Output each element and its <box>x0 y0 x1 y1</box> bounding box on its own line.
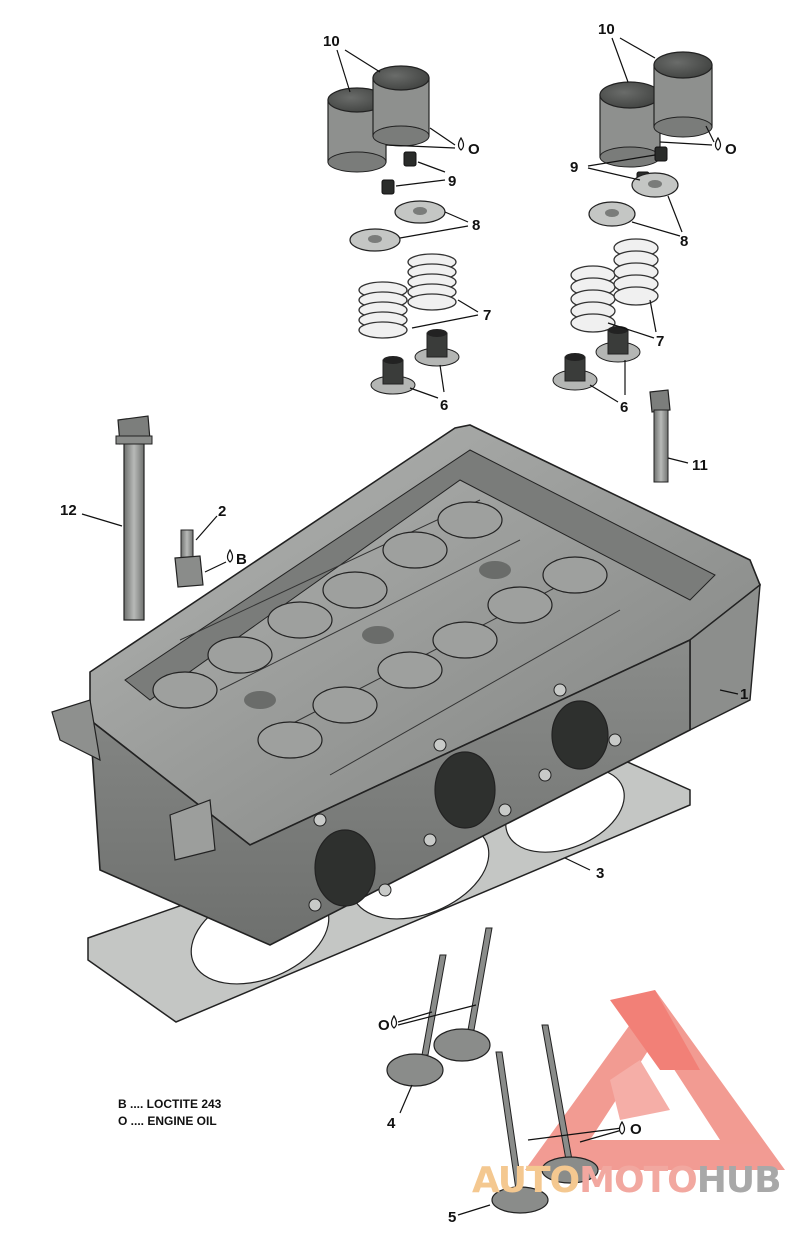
cylinder-head <box>51 424 761 946</box>
callout-5: 5 <box>448 1209 456 1226</box>
watermark-logo-shape <box>525 990 785 1170</box>
callout-9-left: 9 <box>448 173 456 190</box>
legend-engine-oil: O .... ENGINE OIL <box>118 1114 217 1128</box>
callout-6-left: 6 <box>440 397 448 414</box>
callout-7-left: 7 <box>483 307 491 324</box>
exhaust-valves <box>491 1024 599 1214</box>
oil-marker: O <box>630 1121 642 1138</box>
leader-lines <box>81 37 739 1216</box>
oil-drop-icon <box>457 136 465 151</box>
oil-marker: O <box>725 141 737 158</box>
valve-stem-seals <box>370 326 641 395</box>
valve-springs <box>358 238 659 339</box>
oil-marker: O <box>468 141 480 158</box>
callout-9-right: 9 <box>570 159 578 176</box>
callout-11: 11 <box>692 457 708 474</box>
watermark-part-hub: HUB <box>696 1160 782 1201</box>
callout-8-left: 8 <box>472 217 480 234</box>
loctite-marker: B <box>236 551 247 568</box>
drop-icons <box>226 136 722 1135</box>
callout-7-right: 7 <box>656 333 664 350</box>
head-bolt-long <box>115 415 153 621</box>
head-bolt-short <box>649 389 671 483</box>
intake-valves <box>386 927 493 1087</box>
callout-labels: 10 10 O O 9 9 8 8 7 7 6 6 11 12 2 B 1 3 … <box>60 21 748 1226</box>
oil-marker: O <box>378 1017 390 1034</box>
oil-drop-icon <box>618 1120 626 1135</box>
callout-2: 2 <box>218 503 226 520</box>
watermark-part-moto: MOTO <box>579 1160 698 1201</box>
legend: B .... LOCTITE 243 O .... ENGINE OIL <box>118 1096 221 1130</box>
callout-12: 12 <box>60 502 77 519</box>
tappet-buckets <box>327 51 713 173</box>
oil-drop-icon <box>714 136 722 151</box>
watermark-part-auto: AUTO <box>472 1160 580 1201</box>
callout-3: 3 <box>596 865 604 882</box>
callout-1: 1 <box>740 686 748 703</box>
callout-10-left: 10 <box>323 33 340 50</box>
legend-loctite: B .... LOCTITE 243 <box>118 1097 222 1111</box>
callout-8-right: 8 <box>680 233 688 250</box>
plug-fitting <box>174 529 204 588</box>
watermark-text: AUTOMOTOHUB <box>472 1160 782 1201</box>
callout-10-right: 10 <box>598 21 615 38</box>
loctite-drop-icon <box>226 548 234 563</box>
oil-drop-icon <box>390 1014 398 1029</box>
callout-4: 4 <box>387 1115 396 1132</box>
callout-6-right: 6 <box>620 399 628 416</box>
